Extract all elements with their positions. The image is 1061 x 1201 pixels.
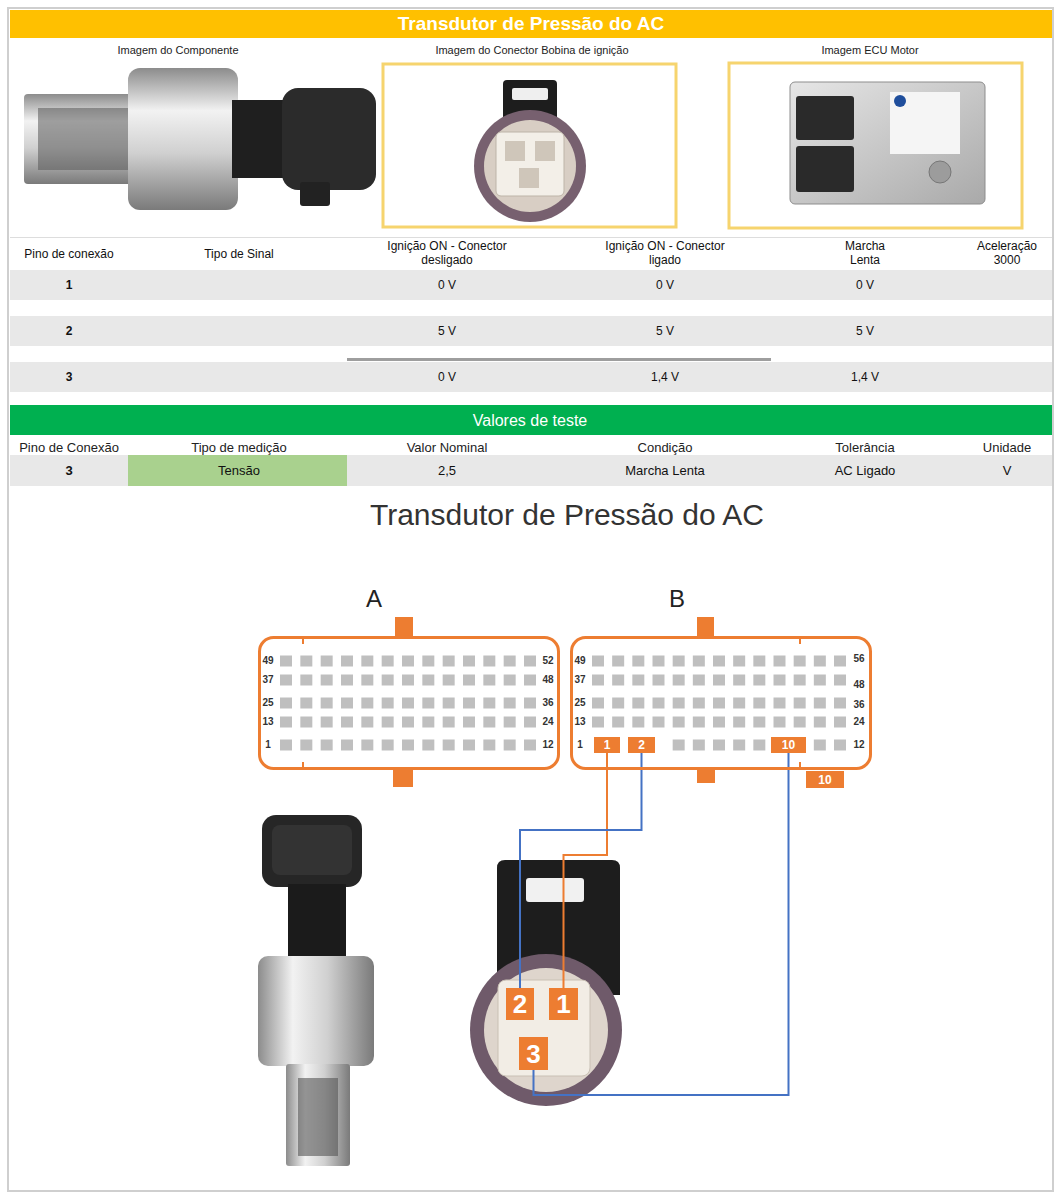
pin-number: 12: [847, 739, 871, 751]
pin-cell: 2: [39, 324, 99, 338]
table-header: Tipo de Sinal: [159, 247, 319, 261]
section-band-text: Valores de teste: [380, 411, 680, 430]
table-header: Marcha Lenta: [835, 239, 895, 268]
pin-number: 36: [847, 699, 871, 711]
ecu-pin: 1: [594, 737, 620, 753]
sensor-pin: 1: [549, 988, 578, 1020]
pin-number: 10: [818, 774, 831, 786]
voltage-cell: 0 V: [402, 278, 492, 292]
table-header: Pino de Conexão: [4, 440, 134, 456]
pin-cell: 1: [39, 278, 99, 292]
pin-number: 56: [847, 653, 871, 665]
test-value-cell: 3: [4, 463, 134, 479]
image-caption: Imagem do Componente: [48, 44, 308, 57]
pin-number: 36: [536, 697, 560, 709]
voltage-cell: 1,4 V: [620, 370, 710, 384]
ecu-photo: [790, 82, 985, 204]
voltage-cell: 0 V: [402, 370, 492, 384]
table-header: Tipo de medição: [174, 440, 304, 456]
sensor-photo-bottom: [258, 815, 374, 1166]
test-value-cell: AC Ligado: [800, 463, 930, 479]
sensor-pin: 3: [519, 1037, 548, 1070]
ecu-connector: A: [258, 636, 560, 770]
pin-number: 12: [536, 739, 560, 751]
sensor-pin: 2: [506, 988, 534, 1020]
table-header: Valor Nominal: [382, 440, 512, 456]
ecu-connector: B1210: [570, 636, 872, 770]
image-caption: Imagem do Conector Bobina de ignição: [382, 44, 682, 57]
table-header: Pino de conexão: [9, 247, 129, 261]
voltage-cell: 5 V: [402, 324, 492, 338]
connector-heading: A: [366, 585, 382, 612]
pin-number: 52: [536, 655, 560, 667]
connector-photo-top: [474, 80, 586, 222]
table-header: Aceleração 3000: [972, 239, 1042, 268]
table-header: Condição: [600, 440, 730, 456]
pin-number: 48: [536, 674, 560, 686]
pin-cell: 3: [39, 370, 99, 384]
connector-photo-bottom: [470, 860, 622, 1106]
connector-heading-holder: A: [344, 584, 404, 613]
pin-number: 2: [513, 991, 527, 1017]
wire: [520, 753, 642, 988]
image-caption: Imagem ECU Motor: [740, 44, 1000, 57]
connector-outline: [258, 636, 560, 770]
voltage-cell: 5 V: [820, 324, 910, 338]
ecu-pin: 2: [628, 737, 655, 753]
table-header: Ignição ON - Conector desligado: [382, 239, 512, 268]
pin-number: 24: [536, 716, 560, 728]
pin-number: 24: [847, 716, 871, 728]
diagram-heading: Transdutor de Pressão do AC: [217, 497, 917, 533]
table-header: Ignição ON - Conector ligado: [605, 239, 725, 268]
pin-number: 3: [526, 1041, 540, 1067]
ecu-pin: 10: [771, 737, 806, 753]
pin-number: 10: [782, 739, 795, 751]
voltage-cell: 0 V: [820, 278, 910, 292]
table-header: Tolerância: [800, 440, 930, 456]
test-value-cell: Tensão: [139, 463, 339, 479]
pin-number: 48: [847, 679, 871, 691]
voltage-cell: 0 V: [620, 278, 710, 292]
connector-heading-holder: B: [647, 584, 707, 613]
sensor-photo-top: [24, 68, 376, 210]
wire: [564, 753, 608, 988]
voltage-cell: 1,4 V: [820, 370, 910, 384]
pin-number: 2: [638, 739, 645, 751]
pin-number: 1: [556, 991, 570, 1017]
callout-tab: 10: [806, 771, 844, 788]
test-value-cell: 2,5: [382, 463, 512, 479]
pin-number: 1: [604, 739, 611, 751]
test-value-cell: V: [942, 463, 1061, 479]
voltage-cell: 5 V: [620, 324, 710, 338]
title-band-text: Transdutor de Pressão do AC: [10, 13, 1052, 35]
table-header: Unidade: [942, 440, 1061, 456]
connector-heading: B: [669, 585, 685, 612]
wire: [534, 753, 789, 1095]
test-value-cell: Marcha Lenta: [600, 463, 730, 479]
